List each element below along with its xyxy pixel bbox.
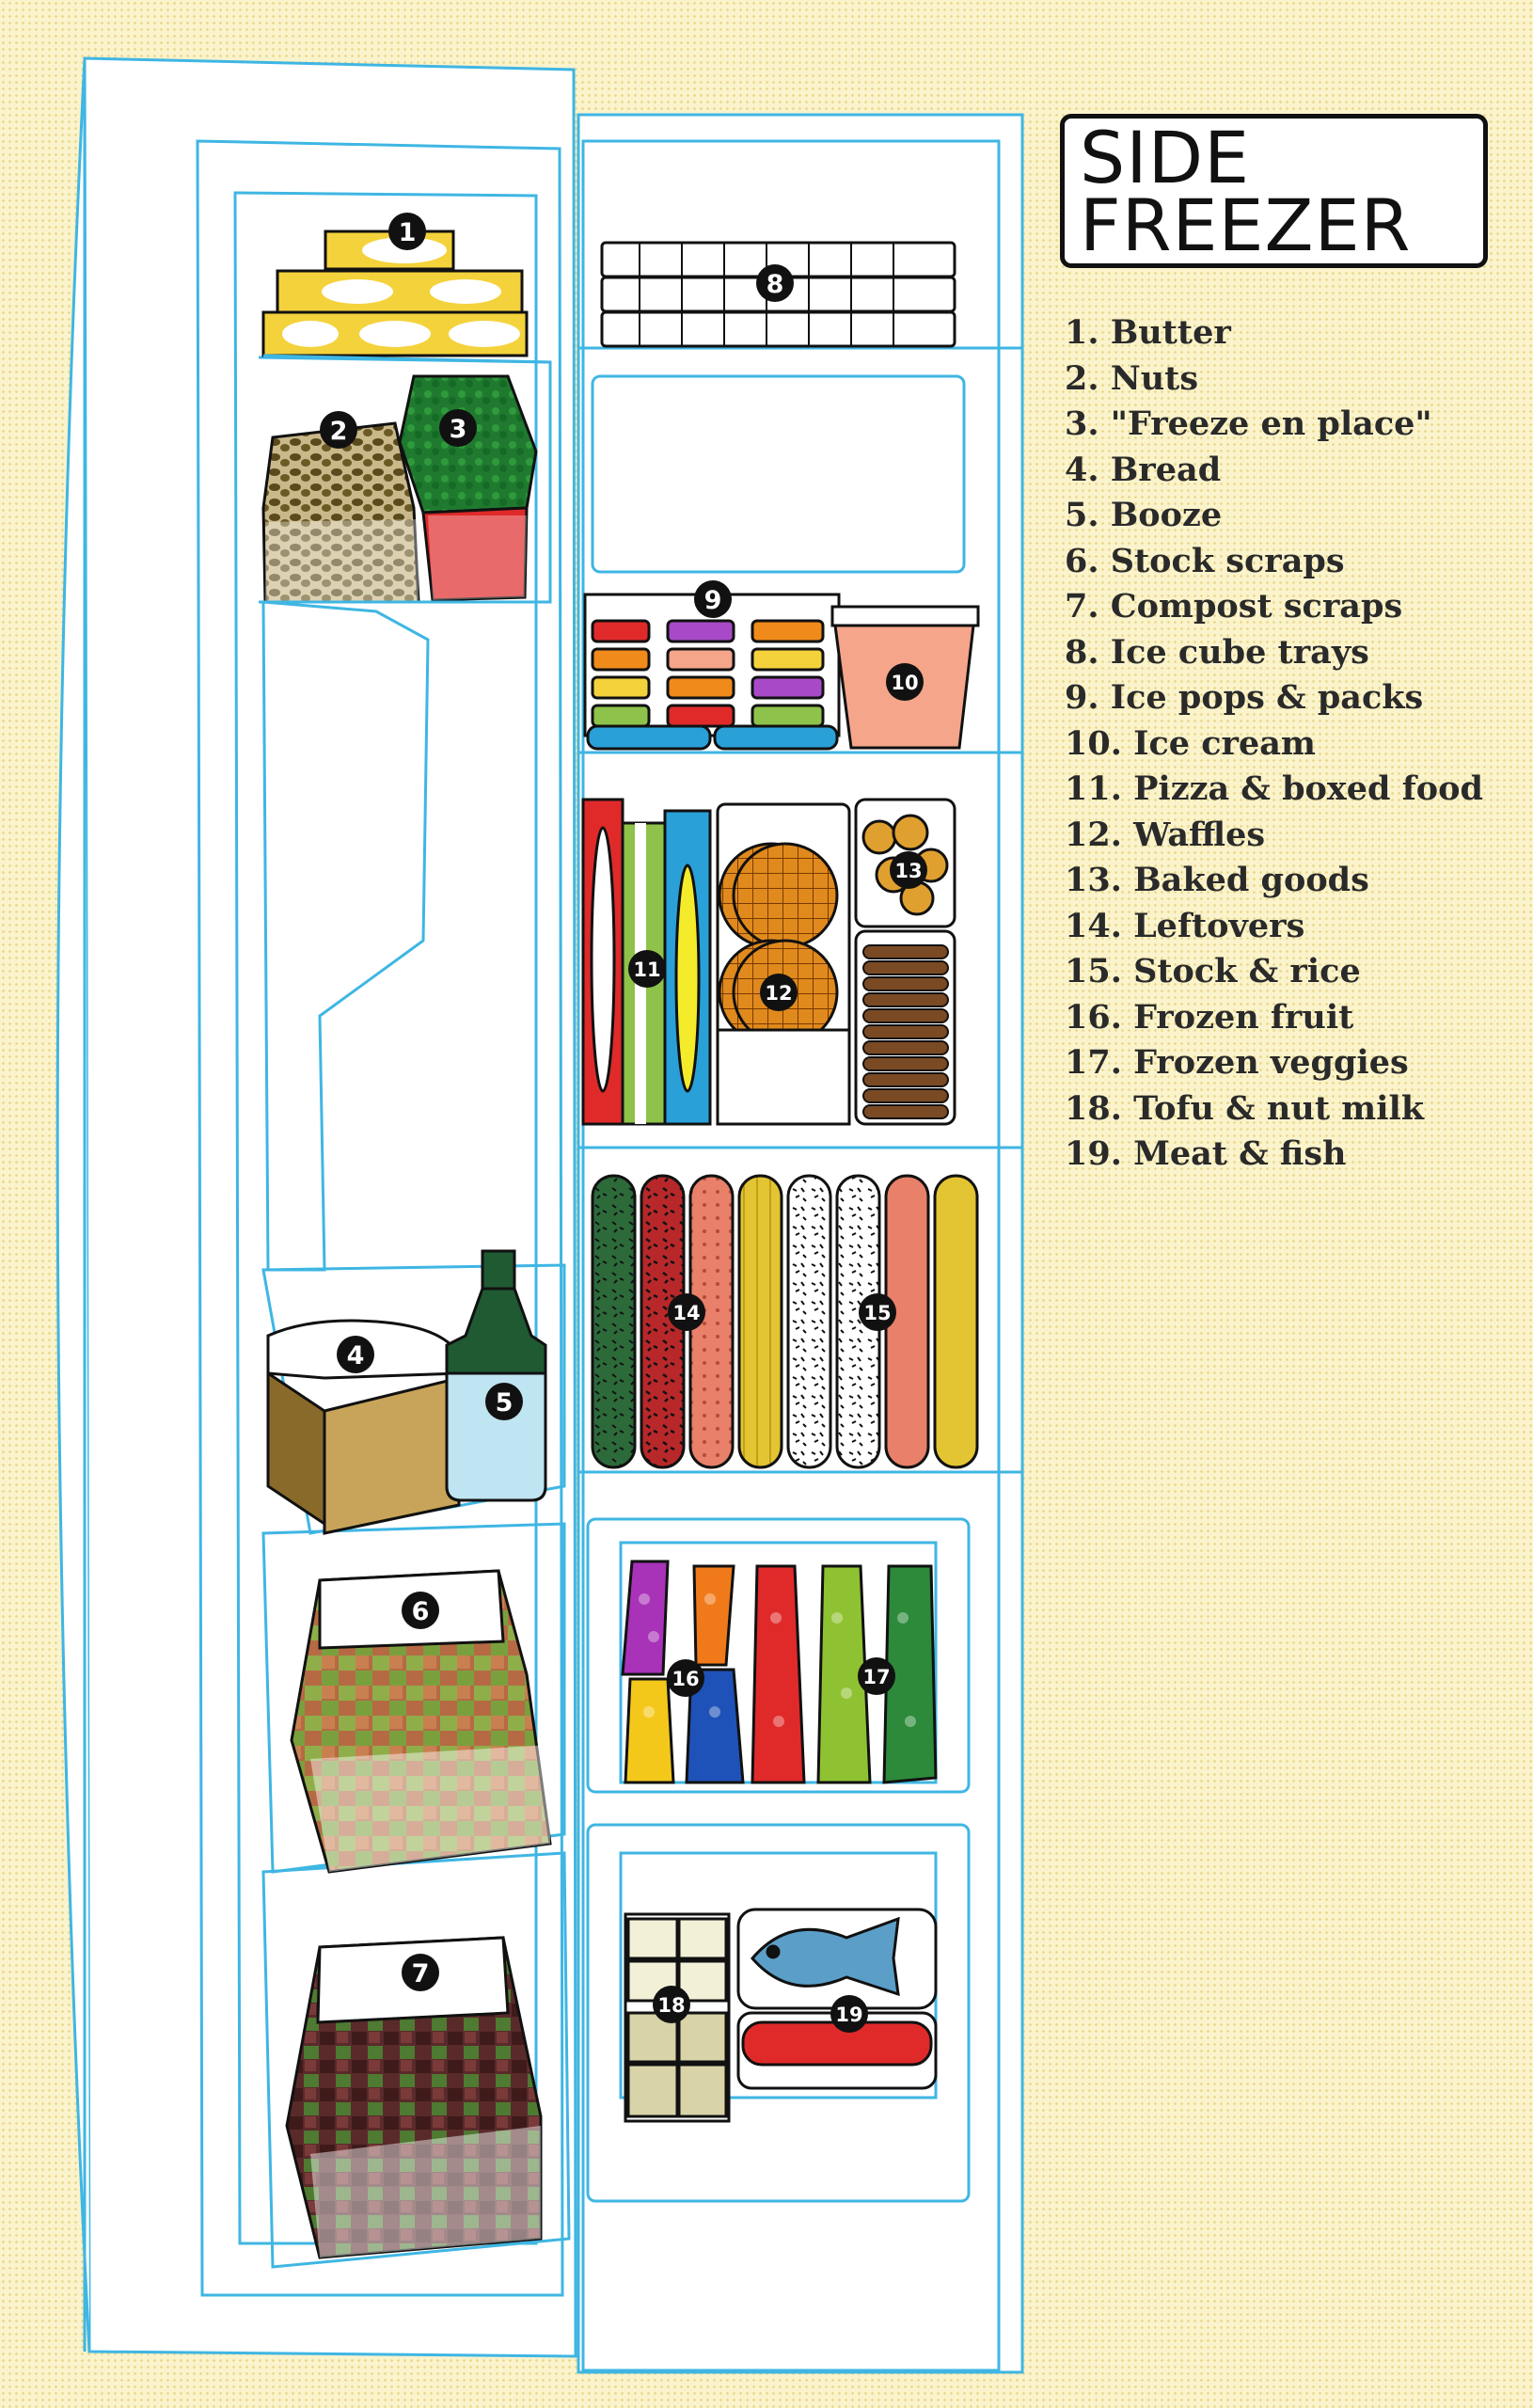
title-line-2: FREEZER — [1080, 183, 1412, 267]
svg-text:17: 17 — [862, 1666, 890, 1688]
legend-item: 15. Stock & rice — [1065, 952, 1361, 990]
legend-item: 17. Frozen veggies — [1065, 1043, 1409, 1082]
legend-item: 8. Ice cube trays — [1065, 632, 1369, 672]
badge-15: 15 — [859, 1293, 896, 1331]
badge-8: 8 — [756, 264, 794, 302]
cookie-stack — [862, 944, 949, 1119]
svg-text:1: 1 — [399, 218, 417, 247]
svg-text:11: 11 — [633, 958, 660, 981]
legend-item: 11. Pizza & boxed food — [1065, 769, 1483, 808]
svg-text:13: 13 — [894, 860, 922, 882]
badge-12: 12 — [760, 974, 798, 1011]
badge-1: 1 — [388, 213, 426, 250]
badge-10: 10 — [886, 663, 924, 701]
badge-2: 2 — [320, 411, 357, 449]
svg-text:7: 7 — [412, 1959, 430, 1988]
frozen-veggies-bags — [816, 1564, 938, 1784]
badge-16: 16 — [667, 1659, 704, 1697]
svg-text:4: 4 — [347, 1341, 365, 1370]
badge-3: 3 — [439, 409, 477, 447]
svg-text:9: 9 — [704, 586, 722, 615]
badge-4: 4 — [337, 1336, 374, 1373]
badge-11: 11 — [628, 950, 666, 988]
legend-item: 19. Meat & fish — [1065, 1134, 1347, 1173]
badge-7: 7 — [402, 1954, 439, 1991]
frozen-fruit-berries — [639, 1593, 784, 1727]
title-box: SIDE FREEZER — [1060, 114, 1488, 268]
nuts-bag — [261, 421, 420, 604]
badge-13: 13 — [890, 851, 927, 889]
legend-item: 14. Leftovers — [1065, 906, 1305, 945]
waffles-box — [716, 802, 851, 1126]
title-line-1: SIDE — [1080, 116, 1251, 199]
meat-fish — [736, 1908, 938, 2090]
legend-item: 3. "Freeze en place" — [1065, 404, 1432, 443]
svg-text:10: 10 — [891, 672, 918, 694]
svg-text:16: 16 — [672, 1668, 699, 1690]
leftovers-bags — [591, 1174, 783, 1469]
svg-text:3: 3 — [450, 415, 467, 444]
badge-18: 18 — [653, 1986, 690, 2023]
badge-17: 17 — [858, 1657, 895, 1695]
legend-item: 12. Waffles — [1065, 815, 1266, 854]
badge-19: 19 — [830, 1995, 868, 2033]
legend-item: 5. Booze — [1065, 496, 1223, 534]
badge-14: 14 — [668, 1293, 705, 1331]
badge-6: 6 — [402, 1592, 439, 1629]
svg-text:18: 18 — [657, 1994, 685, 2017]
legend-item: 18. Tofu & nut milk — [1065, 1088, 1425, 1128]
freeze-en-place-bag — [398, 374, 538, 602]
svg-text:12: 12 — [765, 982, 792, 1005]
legend-item: 2. Nuts — [1065, 358, 1199, 398]
butter-group — [261, 230, 551, 364]
ice-pops-packs — [583, 593, 841, 751]
svg-text:8: 8 — [766, 270, 784, 299]
badges: 1 2 3 4 5 6 7 8 9 10 11 12 13 14 15 16 1… — [320, 213, 927, 2033]
svg-text:2: 2 — [330, 417, 348, 446]
legend-list: 1. Butter 2. Nuts 3. "Freeze en place" 4… — [1065, 310, 1483, 1178]
legend-item: 1. Butter — [1065, 313, 1231, 352]
legend-item: 13. Baked goods — [1065, 861, 1369, 899]
legend-item: 10. Ice cream — [1065, 723, 1316, 763]
stock-scraps-bag — [290, 1569, 552, 1874]
svg-text:5: 5 — [496, 1388, 514, 1418]
stock-rice-bags — [786, 1174, 979, 1469]
legend-item: 16. Frozen fruit — [1065, 997, 1354, 1037]
badge-5: 5 — [485, 1383, 523, 1420]
legend-item: 9. Ice pops & packs — [1065, 678, 1424, 717]
svg-text:15: 15 — [863, 1302, 891, 1324]
legend-item: 7. Compost scraps — [1065, 587, 1403, 626]
svg-text:14: 14 — [672, 1302, 700, 1324]
svg-text:19: 19 — [835, 2004, 862, 2026]
frozen-fruit-bags — [621, 1560, 806, 1784]
badge-9: 9 — [694, 580, 732, 618]
legend-item: 6. Stock scraps — [1065, 541, 1345, 580]
svg-text:6: 6 — [412, 1597, 430, 1626]
legend-item: 4. Bread — [1065, 450, 1222, 489]
